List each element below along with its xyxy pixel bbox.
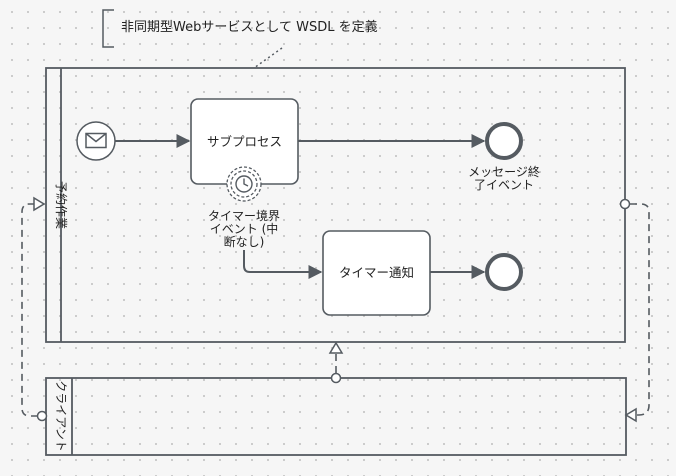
pool-client-label: クライアント [54, 380, 68, 452]
message-end-event[interactable] [485, 122, 523, 160]
svg-text:断なし): 断なし) [224, 234, 265, 249]
message-start-event[interactable] [76, 121, 116, 161]
timer-boundary-event-label: タイマー境界 イベント (中 断なし) [208, 208, 280, 249]
message-flow-main-to-client[interactable] [619, 198, 650, 423]
envelope-icon [85, 132, 107, 149]
task-subprocess-label: サブプロセス [207, 134, 282, 149]
svg-text:メッセージ終: メッセージ終 [468, 164, 540, 179]
message-end-event-label: メッセージ終 了イベント [468, 164, 540, 192]
end-event[interactable] [485, 253, 523, 291]
pool-client-border [45, 377, 627, 456]
task-subprocess[interactable]: サブプロセス [190, 98, 299, 185]
timer-boundary-event[interactable] [226, 166, 262, 202]
sequence-flow-timer-to-notify[interactable] [243, 250, 323, 279]
clock-icon [235, 175, 253, 193]
annotation-bracket [102, 9, 114, 48]
pool-main-label: 予約作業 [54, 181, 69, 229]
message-flow-client-left-to-main[interactable] [21, 196, 48, 422]
task-timer-notify-label: タイマー通知 [339, 265, 414, 280]
annotation-text: 非同期型Webサービスとして WSDL を定義 [121, 19, 378, 35]
svg-text:了イベント: 了イベント [474, 178, 534, 192]
annotation-association [253, 47, 283, 69]
text-annotation[interactable]: 非同期型Webサービスとして WSDL を定義 [102, 9, 378, 48]
task-timer-notify[interactable]: タイマー通知 [322, 230, 431, 316]
message-flow-client-to-main[interactable] [328, 341, 344, 384]
pool-client[interactable]: クライアント [45, 377, 627, 456]
svg-text:イベント (中: イベント (中 [210, 221, 279, 236]
svg-text:タイマー境界: タイマー境界 [208, 208, 280, 223]
